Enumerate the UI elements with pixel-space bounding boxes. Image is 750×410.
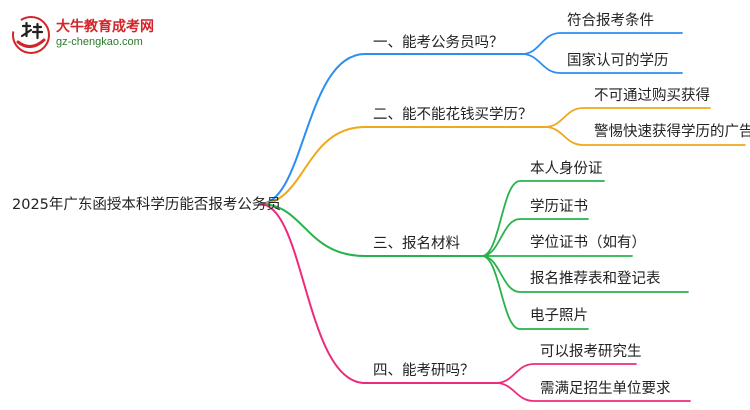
leaf-topic: 学位证书（如有） — [530, 235, 646, 251]
leaf-connector-4-2 — [495, 382, 691, 402]
leaf-topic: 电子照片 — [530, 308, 588, 324]
leaf-topic: 本人身份证 — [530, 161, 603, 177]
branch-topic-4: 四、能考研吗？ — [373, 363, 475, 379]
leaf-connector-4-1 — [495, 363, 637, 384]
branch-topic-3: 三、报名材料 — [373, 236, 460, 252]
leaf-topic: 可以报考研究生 — [540, 344, 642, 360]
leaf-connector-3-4 — [481, 255, 689, 293]
root-connector-2 — [259, 126, 366, 205]
leaf-connector-1-2 — [521, 53, 683, 74]
leaf-topic: 不可通过购买获得 — [594, 88, 710, 104]
branch-topic-1: 一、能考公务员吗？ — [373, 35, 504, 51]
leaf-topic: 国家认可的学历 — [567, 53, 669, 69]
logo-mark-icon — [12, 16, 50, 54]
branch-topic-2: 二、能不能花钱买学历？ — [373, 107, 533, 123]
leaf-topic: 需满足招生单位要求 — [540, 381, 671, 397]
leaf-connector-2-1 — [544, 107, 711, 128]
leaf-topic: 符合报考条件 — [567, 13, 654, 29]
root-connector-3 — [259, 203, 366, 257]
leaf-connector-3-1 — [481, 180, 605, 257]
leaf-topic: 学历证书 — [530, 199, 588, 215]
logo-title: 大牛教育成考网 — [56, 19, 154, 35]
leaf-topic: 报名推荐表和登记表 — [530, 271, 661, 287]
leaf-connector-1-1 — [521, 32, 683, 55]
root-topic: 2025年广东函授本科学历能否报考公务员 — [12, 197, 281, 213]
leaf-connector-2-2 — [544, 126, 746, 146]
root-connector-4 — [259, 203, 366, 384]
site-logo: 大牛教育成考网 gz-chengkao.com — [10, 14, 180, 56]
logo-url: gz-chengkao.com — [56, 36, 143, 48]
leaf-topic: 警惕快速获得学历的广告 — [594, 124, 750, 140]
leaf-connector-3-2 — [481, 218, 589, 257]
root-connector-1 — [259, 53, 366, 205]
leaf-connector-3-5 — [481, 255, 589, 330]
